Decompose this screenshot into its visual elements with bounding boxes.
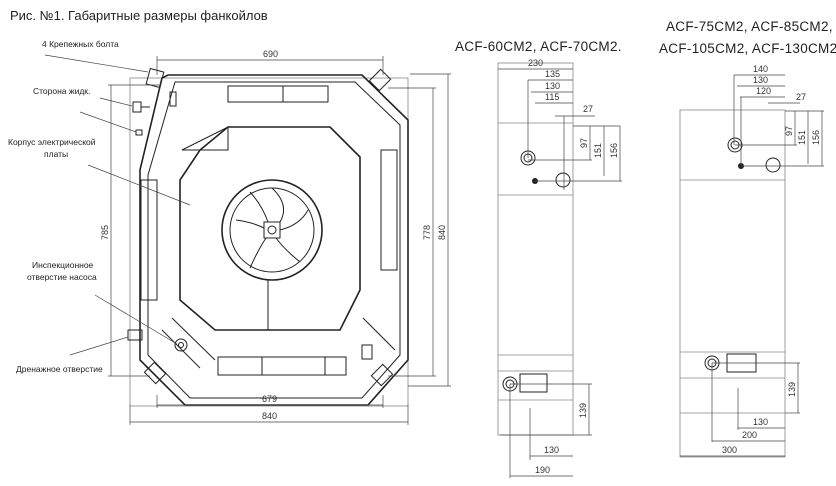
side-view-large: ACF-75CM2, ACF-85CM2, ACF-105CM2, ACF-13… xyxy=(659,19,836,458)
label-pump-inspection: Инспекционное xyxy=(32,260,94,270)
dim-679: 679 xyxy=(262,394,277,404)
body-inner xyxy=(147,81,401,399)
dim-b300: 300 xyxy=(722,445,737,455)
leader-line xyxy=(99,97,133,107)
pump-inspection-hole-icon xyxy=(174,338,188,352)
dim-115: 115 xyxy=(545,92,559,102)
label-electric-box-2: платы xyxy=(44,149,68,159)
unit-side-outline-large xyxy=(679,109,786,458)
gas-connector xyxy=(135,129,143,136)
drawing-line xyxy=(181,126,229,151)
dim-156: 156 xyxy=(811,130,821,145)
label-bolts: 4 Крепежных болта xyxy=(42,39,119,49)
dim-27: 27 xyxy=(796,92,806,102)
large-model-title-2: ACF-105CM2, ACF-130CM2. xyxy=(659,41,836,56)
liquid-connector xyxy=(132,101,142,113)
dim-840-right: 840 xyxy=(437,225,447,240)
dim-b200: 200 xyxy=(742,430,757,440)
figure-title: Рис. №1. Габаритные размеры фанкойлов xyxy=(10,8,268,23)
vent-right xyxy=(380,149,398,271)
dim-139: 139 xyxy=(787,382,797,397)
leader-line xyxy=(94,294,178,345)
dim-97: 97 xyxy=(579,138,589,148)
dim-135: 135 xyxy=(545,69,560,79)
unit-side-outline xyxy=(497,62,574,436)
inner-housing xyxy=(179,126,361,331)
leader-line xyxy=(69,336,129,356)
dim-97: 97 xyxy=(784,126,794,136)
dim-130: 130 xyxy=(545,81,560,91)
dim-151: 151 xyxy=(797,130,807,145)
dim-230: 230 xyxy=(528,58,543,68)
dim-156: 156 xyxy=(609,143,619,158)
drawing-line xyxy=(519,373,548,393)
small-model-title: ACF-60CM2, ACF-70CM2. xyxy=(455,39,622,54)
drain-hole-icon xyxy=(555,172,571,188)
drawing-line xyxy=(161,329,201,369)
vent-left xyxy=(140,179,158,301)
fan-icon xyxy=(229,187,315,273)
fan-hub xyxy=(263,221,281,239)
fan-blades xyxy=(235,187,309,269)
dim-778: 778 xyxy=(422,225,432,240)
drawing-line xyxy=(178,342,184,348)
cassette-top-view: 4 Крепежных болта Сторона жидк. Корпус э… xyxy=(8,39,451,425)
dim-139: 139 xyxy=(578,403,588,418)
label-pump-inspection-2: отверстие насоса xyxy=(27,272,97,282)
drain-hole-icon xyxy=(765,157,781,173)
drawing-line xyxy=(362,317,396,351)
dim-785: 785 xyxy=(100,225,110,240)
drawing-line xyxy=(267,225,277,235)
drawing-line xyxy=(171,317,216,361)
drain-pipe xyxy=(127,329,143,341)
dim-140: 140 xyxy=(753,64,768,74)
side-view-small: ACF-60CM2, ACF-70CM2. 230 135 130 115 27… xyxy=(455,39,622,478)
label-electric-box: Корпус электрической xyxy=(8,137,96,147)
dim-b130: 130 xyxy=(544,445,559,455)
dim-130: 130 xyxy=(753,75,768,85)
dim-151: 151 xyxy=(593,143,603,158)
leader-line xyxy=(44,54,149,73)
bolt-icon xyxy=(368,68,392,92)
dim-840-bottom: 840 xyxy=(262,411,277,421)
leader-line xyxy=(87,164,191,206)
bolt-icon xyxy=(370,363,394,387)
leader-line xyxy=(79,111,137,133)
vent-top xyxy=(227,85,329,103)
fan-ring xyxy=(221,179,323,281)
drawing-line xyxy=(169,91,177,107)
label-liquid-side: Сторона жидк. xyxy=(33,86,90,96)
vent-bottom xyxy=(217,356,347,376)
dim-120: 120 xyxy=(756,86,771,96)
dim-690: 690 xyxy=(263,49,278,59)
bolt-icon xyxy=(143,361,167,385)
drain-socket xyxy=(361,344,373,360)
large-model-title-1: ACF-75CM2, ACF-85CM2, xyxy=(666,19,833,34)
label-drain: Дренажное отверстие xyxy=(16,364,103,374)
dim-27: 27 xyxy=(583,104,593,114)
dim-b190: 190 xyxy=(535,465,550,475)
dim-b130: 130 xyxy=(753,417,768,427)
